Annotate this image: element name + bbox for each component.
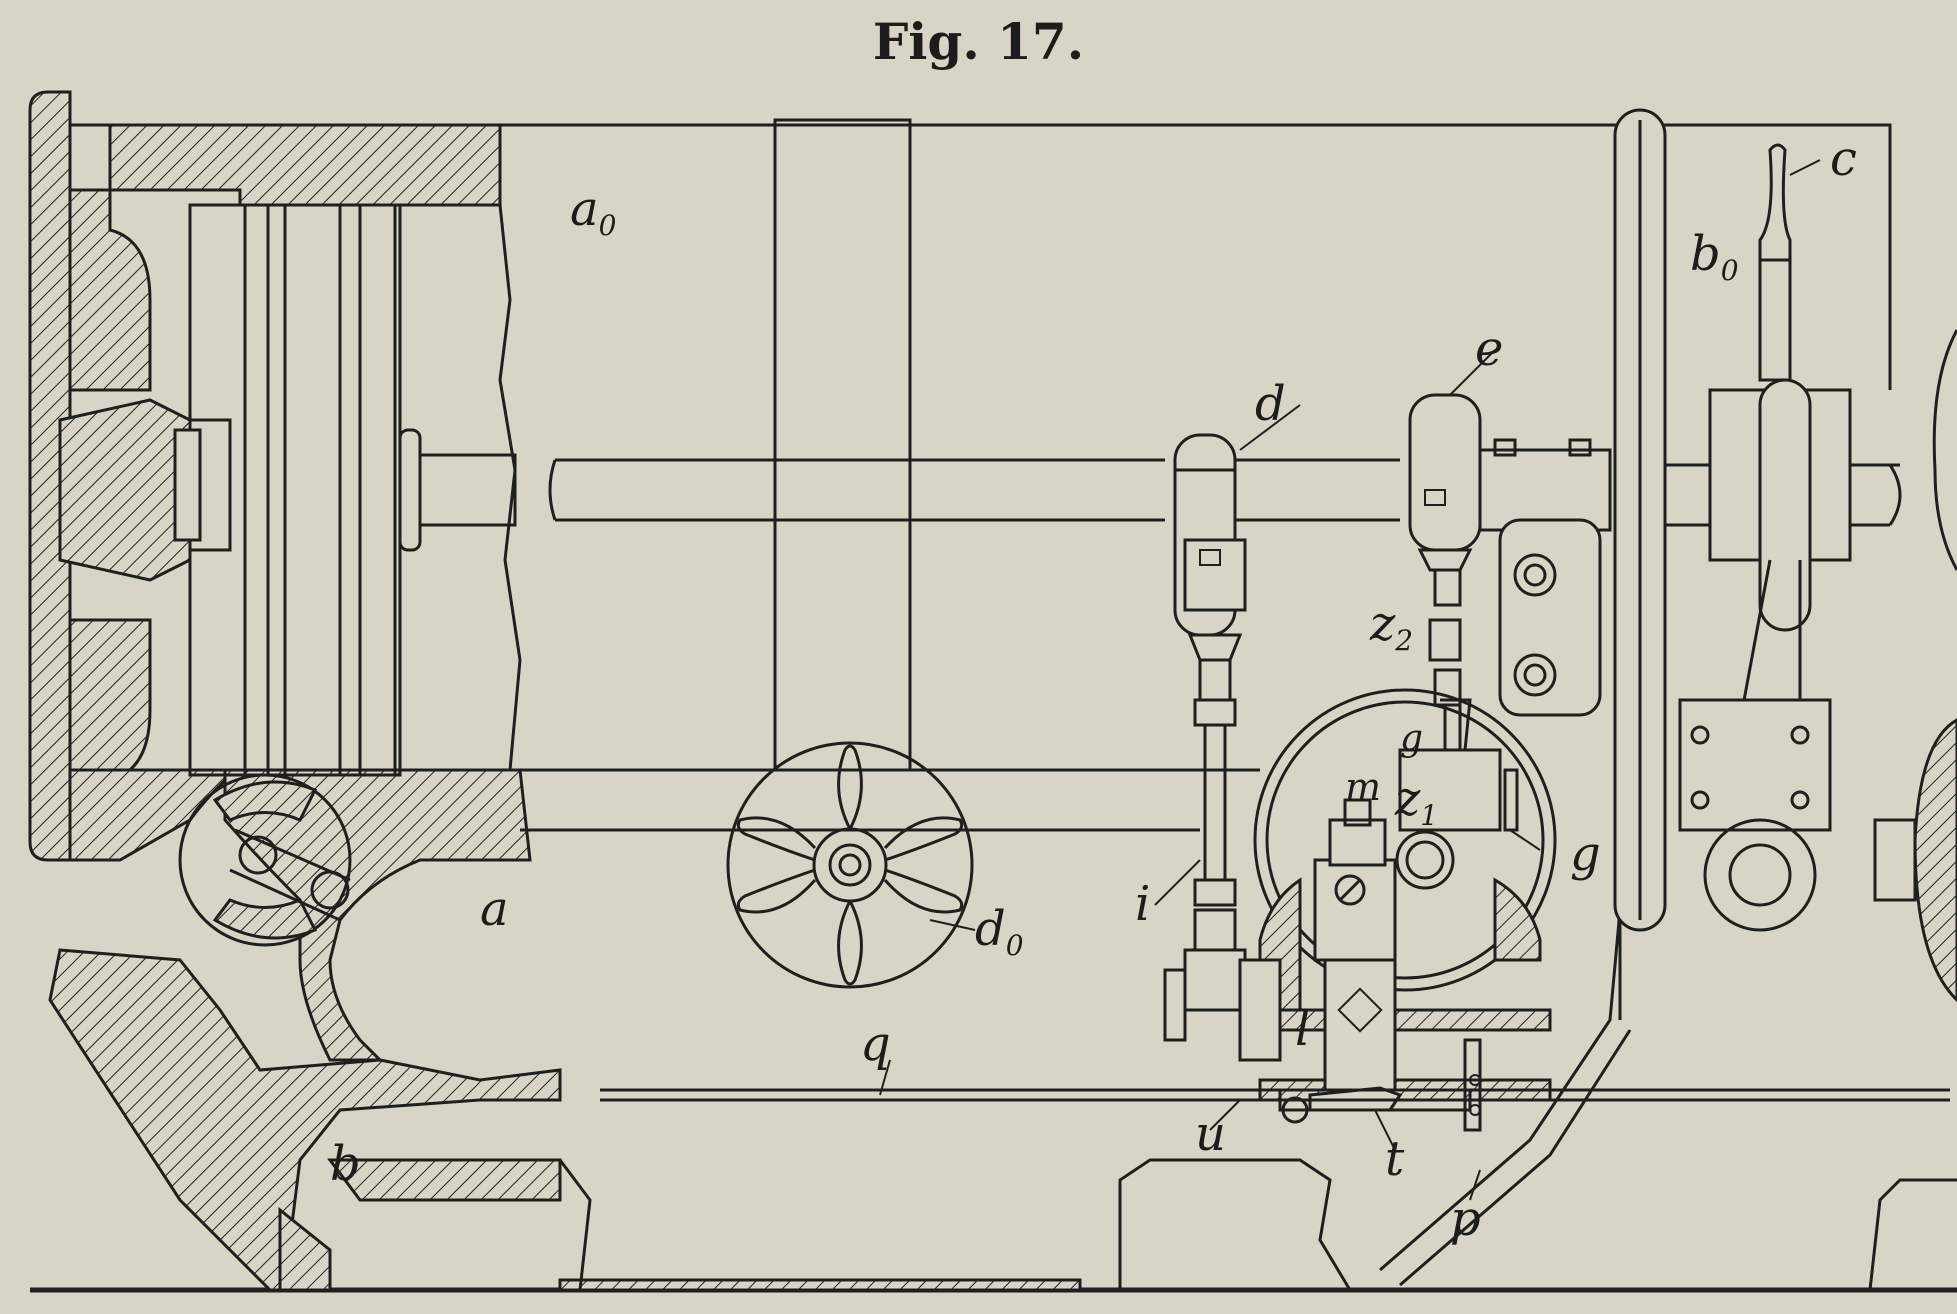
label-d0: d0 <box>975 901 1024 962</box>
label-b: b <box>330 1136 361 1192</box>
label-g-right: g <box>1570 826 1601 882</box>
eccentric-d <box>1173 433 1247 727</box>
lever-b0 <box>1678 143 1852 932</box>
figure-title: Fig. 17. <box>872 12 1085 71</box>
label-p: p <box>1450 1191 1481 1247</box>
label-c: c <box>1830 131 1857 187</box>
flywheel-right <box>1873 329 1957 1003</box>
label-m: m <box>1345 765 1381 809</box>
pedestals <box>558 1158 1957 1291</box>
label-g-upper: g <box>1400 718 1423 759</box>
label-u: u <box>1195 1106 1226 1162</box>
right-column <box>1613 108 1667 932</box>
label-l: l <box>1295 1001 1310 1057</box>
letter-labels: a0 b0 c d e z2 g m z1 g i d0 a l q u t b… <box>330 131 1857 1247</box>
label-z2: z2 <box>1369 596 1413 657</box>
cylinder-outline <box>498 123 1892 771</box>
label-a: a <box>480 881 509 937</box>
star-wheel-d0 <box>726 741 974 989</box>
cylinder-casting-left <box>28 90 1082 1292</box>
leader-lines <box>879 159 1821 1201</box>
label-d: d <box>1255 376 1286 432</box>
frame-column <box>773 118 912 772</box>
label-e: e <box>1475 321 1503 377</box>
rod-q <box>600 1088 1950 1102</box>
label-b0: b0 <box>1690 226 1739 287</box>
eccentric-e <box>1408 393 1612 717</box>
label-a0: a0 <box>570 181 616 242</box>
label-z1: z1 <box>1394 771 1438 832</box>
frame-diagonal-p <box>1379 909 1622 1272</box>
label-i: i <box>1135 876 1150 932</box>
rotary-valve-left <box>178 773 352 947</box>
label-q: q <box>860 1016 891 1072</box>
label-t: t <box>1385 1131 1405 1187</box>
piston <box>173 203 517 777</box>
valve-box-center <box>1238 688 1557 1102</box>
